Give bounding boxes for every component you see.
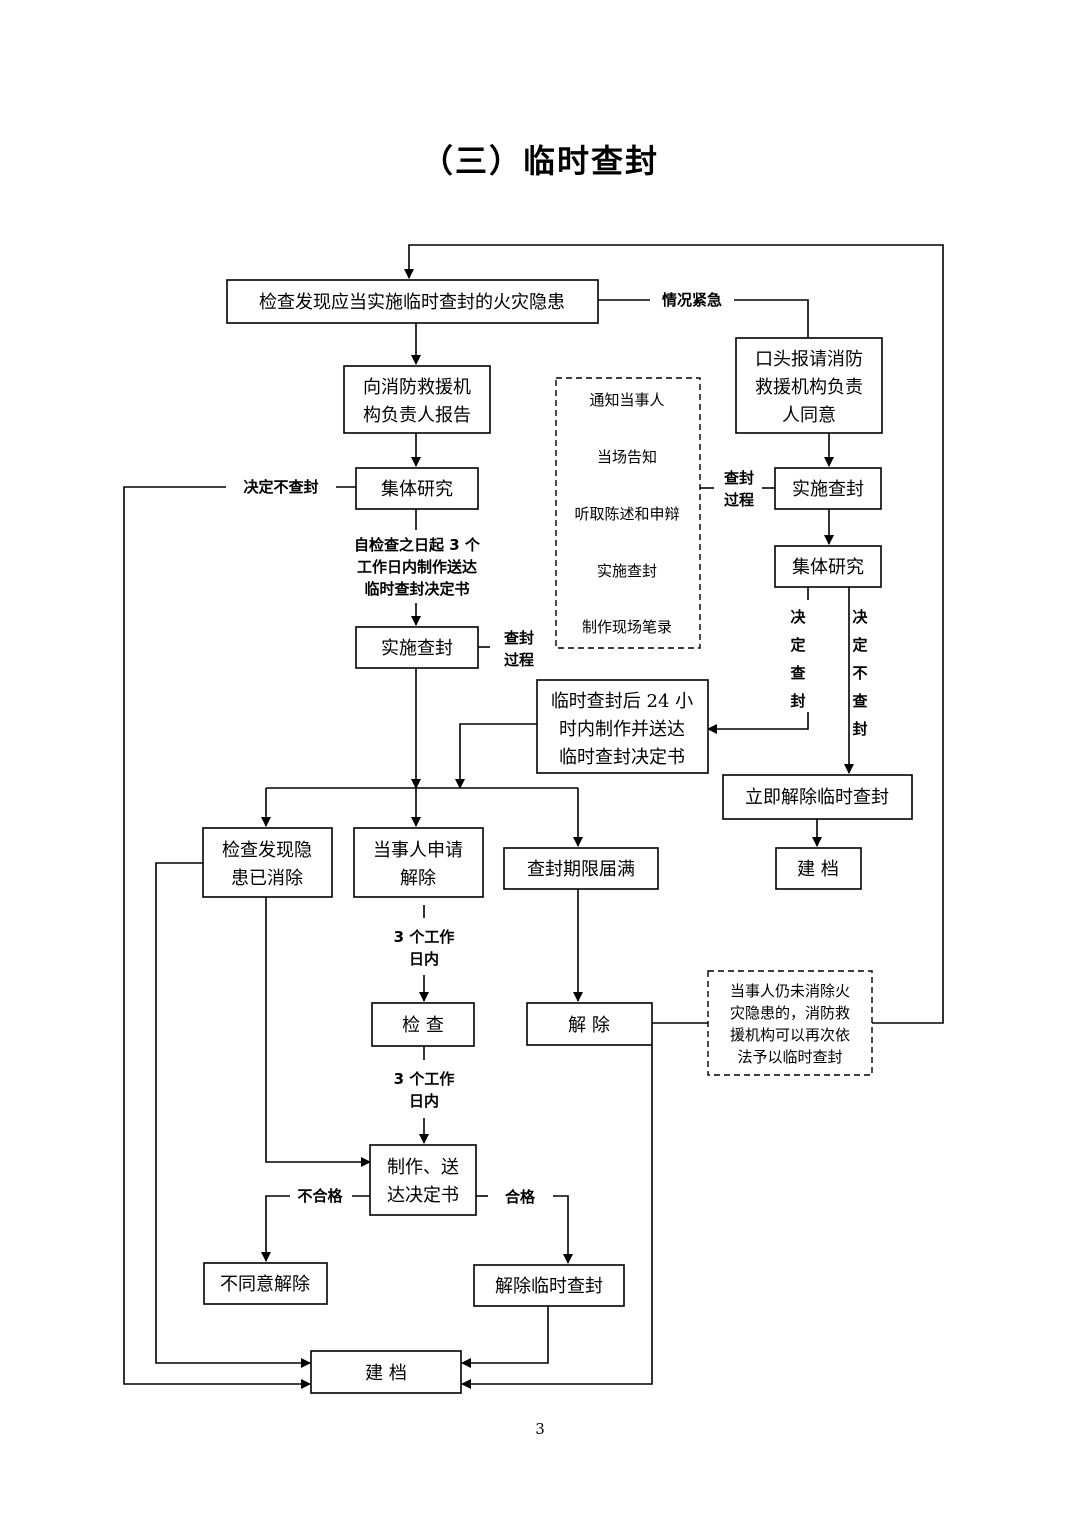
box-eliminated: 检查发现隐 患已消除 [202,827,333,898]
process-step-1: 通知当事人 [589,391,664,409]
box-report-line1: 向消防救援机 [363,377,471,398]
process-step-5: 制作现场笔录 [582,618,672,636]
label-decide-seal-2: 定 [790,636,805,654]
arrow-eliminated-make [265,897,371,1167]
repeat-note-line3: 援机构可以再次依 [730,1026,850,1044]
box-archive-bottom: 建 档 [310,1350,462,1394]
label-unqualified: 不合格 [297,1187,343,1205]
arrow-within24-split [455,723,537,789]
box-disagree-text: 不同意解除 [220,1274,310,1295]
process-step-3: 听取陈述和申辩 [574,505,679,523]
box-expire: 查封期限届满 [503,847,659,890]
box-oral-line3: 人同意 [782,405,836,426]
label-seal-process-right-1: 查封 [724,469,754,487]
box-release: 解 除 [526,1002,653,1046]
box-archive-right: 建 档 [775,847,862,890]
label-urgent: 情况紧急 [662,291,722,309]
box-expire-text: 查封期限届满 [527,859,635,880]
box-apply-line2: 解除 [400,868,436,889]
box-process-dashed: 通知当事人 当场告知 听取陈述和申辩 实施查封 制作现场笔录 [555,377,701,649]
label-decide-seal-4: 封 [790,692,805,710]
arrow-decide-not-archive [123,486,311,1389]
box-implement1: 实施查封 [355,626,479,669]
label-within3-b-1: 3 个工作 [394,1070,455,1088]
arrow-make-disagree [261,1195,290,1262]
label-seal-process-right-2: 过程 [724,491,754,509]
label-seal-process-left-1: 查封 [504,629,534,647]
box-archive-bottom-text: 建 档 [365,1363,407,1384]
box-discover: 检查发现应当实施临时查封的火灾隐患 [226,279,599,324]
loop-arrow-top [404,244,944,1024]
label-decide-seal-bg [789,600,809,712]
label-decide-not-seal-bg [850,600,870,742]
box-lift-seal: 解除临时查封 [473,1264,625,1307]
label-3days-line2: 工作日内制作送达 [357,558,477,576]
arrow-lift-seal-archive [461,1306,549,1368]
label-decide-seal-3: 查 [790,664,806,682]
box-report: 向消防救援机 构负责人报告 [343,365,491,434]
box-apply-line1: 当事人申请 [373,840,463,861]
label-decide-seal-1: 决 [790,608,806,626]
box-report-line2: 构负责人报告 [363,405,471,426]
label-decide-not-seal-v-5: 封 [852,720,867,738]
connectors [123,244,944,1389]
box-lift-immediately: 立即解除临时查封 [722,774,913,820]
box-eliminated-line2: 患已消除 [231,868,303,889]
label-decide-not-seal-v-3: 不 [852,664,867,682]
box-collective1-text: 集体研究 [381,479,453,500]
label-within3-a-1: 3 个工作 [394,928,455,946]
label-decide-not-seal: 决定不查封 [243,478,318,496]
repeat-note-line4: 法予以临时查封 [737,1048,842,1066]
box-make-deliver: 制作、送 达决定书 [369,1144,477,1216]
label-seal-process-left-2: 过程 [504,651,534,669]
box-oral: 口头报请消防 救援机构负责 人同意 [735,337,883,434]
page-number: 3 [535,1420,545,1438]
box-discover-text: 检查发现应当实施临时查封的火灾隐患 [259,292,565,313]
box-archive-right-text: 建 档 [797,859,839,880]
box-implement2: 实施查封 [774,467,882,510]
label-3days-line3: 临时查封决定书 [364,580,469,598]
box-within24-line1: 临时查封后 24 小 [551,691,693,712]
box-oral-line2: 救援机构负责 [755,377,863,398]
box-collective2-text: 集体研究 [792,557,864,578]
box-disagree: 不同意解除 [203,1262,328,1305]
box-make-deliver-line1: 制作、送 [387,1157,459,1178]
box-inspect-text: 检 查 [402,1015,444,1036]
box-within24-line2: 时内制作并送达 [559,719,685,740]
box-within24: 临时查封后 24 小 时内制作并送达 临时查封决定书 [536,679,709,774]
label-within3-b-2: 日内 [409,1092,439,1110]
label-within3-a-2: 日内 [409,950,439,968]
process-step-2: 当场告知 [597,448,657,466]
label-decide-not-seal-v-2: 定 [852,636,867,654]
box-within24-line3: 临时查封决定书 [559,747,685,768]
repeat-note-line1: 当事人仍未消除火 [730,982,850,1000]
box-release-text: 解 除 [568,1015,610,1036]
arrow-release-archive [461,1045,653,1389]
box-inspect: 检 查 [371,1002,475,1047]
box-implement1-text: 实施查封 [381,638,453,659]
box-apply: 当事人申请 解除 [353,827,484,898]
box-collective2: 集体研究 [774,545,882,588]
label-qualified: 合格 [504,1188,536,1206]
label-decide-not-seal-v-4: 查 [852,692,868,710]
box-implement2-text: 实施查封 [792,479,864,500]
line-urgent-oral [734,299,809,338]
page-title: （三）临时查封 [420,142,659,180]
repeat-note-line2: 灾隐患的，消防救 [730,1004,850,1022]
box-oral-line1: 口头报请消防 [755,349,863,370]
box-lift-immediately-text: 立即解除临时查封 [745,787,889,808]
box-repeat-note: 当事人仍未消除火 灾隐患的，消防救 援机构可以再次依 法予以临时查封 [707,970,873,1076]
box-eliminated-line1: 检查发现隐 [222,840,312,861]
label-decide-not-seal-v-1: 决 [852,608,868,626]
arrow-eliminated-archive [155,862,311,1368]
process-step-4: 实施查封 [597,562,657,580]
label-3days-line1: 自检查之日起 3 个 [354,536,481,554]
box-collective1: 集体研究 [355,467,479,510]
arrow-qualified-lift [553,1195,573,1264]
box-lift-seal-text: 解除临时查封 [495,1276,603,1297]
box-make-deliver-line2: 达决定书 [387,1185,459,1206]
